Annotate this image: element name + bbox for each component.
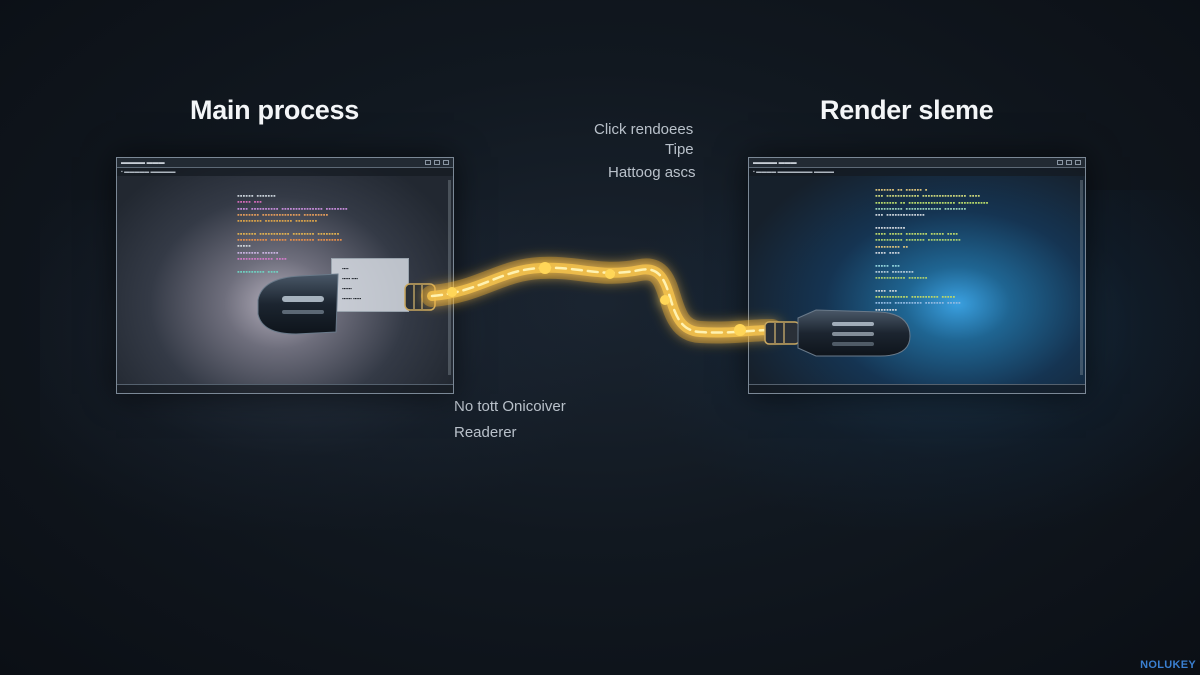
window-titlebar: ▬▬▬▬ ▬▬▬ (749, 158, 1085, 168)
minimize-icon[interactable] (425, 160, 431, 165)
popup-line-2: ▪▪▪▪▪ ▪▪▪▪ (342, 276, 358, 281)
popup-line-3: ▪▪▪▪▪▪ (342, 286, 352, 291)
window-statusbar (749, 384, 1085, 393)
scrollbar[interactable] (1080, 180, 1083, 375)
close-icon[interactable] (1075, 160, 1081, 165)
popup-line-4: ▪▪▪▪▪▪ ▪▪▪▪▪ (342, 296, 362, 301)
caption-top-1: Click rendoees (594, 121, 694, 138)
window-title-scribble: ▬▬▬▬ ▬▬▬ (121, 159, 165, 166)
scrollbar[interactable] (448, 180, 451, 375)
menu-scribble: ▪ ▬▬▬▬▬ ▬▬▬▬▬ (121, 169, 176, 175)
maximize-icon[interactable] (434, 160, 440, 165)
caption-top-3: Hattoog ascs (608, 164, 696, 181)
render-process-title: Render sleme (820, 95, 994, 125)
code-lines: ▪▪▪▪▪▪ ▪▪▪▪▪▪▪ ▪▪▪▪▪ ▪▪▪ ▪▪▪▪ ▪▪▪▪▪▪▪▪▪▪… (237, 194, 348, 275)
render-process-window: ▬▬▬▬ ▬▬▬ ▪ ▬▬▬▬ ▬▬▬▬▬▬▬ ▬▬▬▬ ▪▪▪▪▪▪▪ ▪▪ … (748, 157, 1086, 394)
window-menubar: ▪ ▬▬▬▬▬ ▬▬▬▬▬ (117, 168, 453, 176)
window-menubar: ▪ ▬▬▬▬ ▬▬▬▬▬▬▬ ▬▬▬▬ (749, 168, 1085, 176)
caption-top-2: Tipe (665, 141, 694, 158)
caption-bottom-1: No tott Onicoiver (454, 398, 566, 415)
watermark-logo: NOLUKEY (1140, 659, 1196, 671)
main-process-window: ▬▬▬▬ ▬▬▬ ▪ ▬▬▬▬▬ ▬▬▬▬▬ ▪▪▪▪▪▪ ▪▪▪▪▪▪▪ ▪▪… (116, 157, 454, 394)
close-icon[interactable] (443, 160, 449, 165)
code-lines: ▪▪▪▪▪▪▪ ▪▪ ▪▪▪▪▪▪ ▪ ▪▪▪ ▪▪▪▪▪▪▪▪▪▪▪▪ ▪▪▪… (875, 188, 989, 313)
minimize-icon[interactable] (1057, 160, 1063, 165)
menu-scribble: ▪ ▬▬▬▬ ▬▬▬▬▬▬▬ ▬▬▬▬ (753, 169, 834, 175)
maximize-icon[interactable] (1066, 160, 1072, 165)
context-menu-popup: ▪▪▪▪ ▪▪▪▪▪ ▪▪▪▪ ▪▪▪▪▪▪ ▪▪▪▪▪▪ ▪▪▪▪▪ (331, 258, 409, 312)
main-process-title: Main process (190, 95, 359, 125)
window-titlebar: ▬▬▬▬ ▬▬▬ (117, 158, 453, 168)
popup-line-1: ▪▪▪▪ (342, 266, 349, 271)
caption-bottom-2: Readerer (454, 424, 517, 441)
energy-cable-icon (421, 256, 783, 344)
window-statusbar (117, 384, 453, 393)
window-title-scribble: ▬▬▬▬ ▬▬▬ (753, 159, 797, 166)
